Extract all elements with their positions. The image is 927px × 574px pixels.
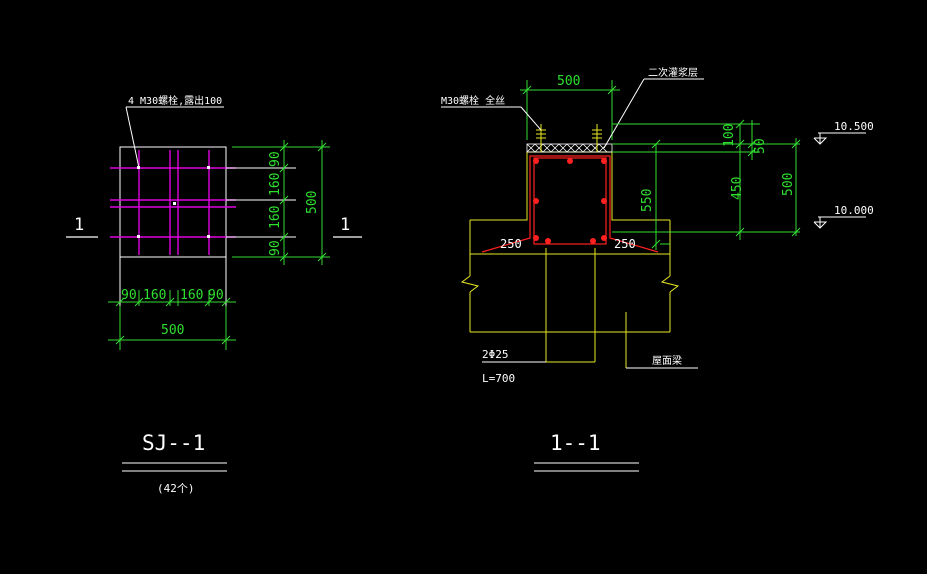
plan-dim-v4: 90 — [268, 240, 283, 256]
callout-bolt: M30螺栓 全丝 — [441, 94, 505, 107]
plan-view: 4 M30螺栓,露出100 1 1 90 160 160 90 500 — [66, 94, 362, 495]
section-right-dims — [612, 119, 801, 250]
elevation-top: 10.500 — [834, 120, 874, 133]
rebar-note: 2Φ25 — [482, 348, 509, 361]
section-dim-500: 500 — [781, 173, 796, 196]
plan-dim-h2: 160 — [143, 288, 166, 303]
section-dim-550: 550 — [640, 189, 655, 212]
plan-callout: 4 M30螺栓,露出100 — [128, 94, 222, 107]
rebar-length: L=700 — [482, 372, 515, 385]
plan-dim-v1: 90 — [268, 151, 283, 167]
base-plate-outline — [119, 146, 227, 258]
section-dim-top: 500 — [557, 74, 580, 89]
plan-dim-v-total: 500 — [305, 191, 320, 214]
plan-horizontal-dims — [108, 290, 236, 350]
anchor-bolts — [536, 124, 602, 152]
plan-dim-h1: 90 — [121, 288, 137, 303]
section-mark-right: 1 — [340, 215, 350, 235]
section-title: 1--1 — [550, 431, 601, 455]
plan-callout-leader — [125, 106, 224, 169]
plan-dim-v2: 160 — [268, 173, 283, 196]
grout-layer-hatch — [526, 143, 613, 153]
bolt-centers — [137, 166, 210, 238]
plan-dim-h4: 90 — [208, 288, 224, 303]
section-top-dim — [520, 80, 620, 140]
plan-title: SJ--1 — [142, 431, 205, 455]
section-dim-50: 50 — [753, 138, 768, 154]
section-callout-leaders — [441, 78, 704, 149]
plan-dim-h-total: 500 — [161, 323, 184, 338]
rebar-dots — [533, 158, 607, 244]
callout-grout: 二次灌浆层 — [648, 66, 698, 79]
plan-dim-h3: 160 — [180, 288, 203, 303]
elevation-marks — [813, 132, 866, 229]
plan-vertical-dims — [232, 140, 330, 265]
elevation-bottom: 10.000 — [834, 204, 874, 217]
section-dim-450: 450 — [730, 177, 745, 200]
section-dim-100: 100 — [722, 124, 737, 147]
beam-label: 屋面梁 — [652, 354, 682, 367]
section-dim-250-right: 250 — [614, 237, 636, 251]
section-dim-250-left: 250 — [500, 237, 522, 251]
plan-dim-v3: 160 — [268, 206, 283, 229]
plan-count: (42个) — [157, 482, 195, 495]
section-mark-left: 1 — [74, 215, 84, 235]
section-view: 500 二次灌浆层 M30螺栓 全丝 — [441, 66, 874, 472]
pedestal-outline — [460, 151, 680, 368]
